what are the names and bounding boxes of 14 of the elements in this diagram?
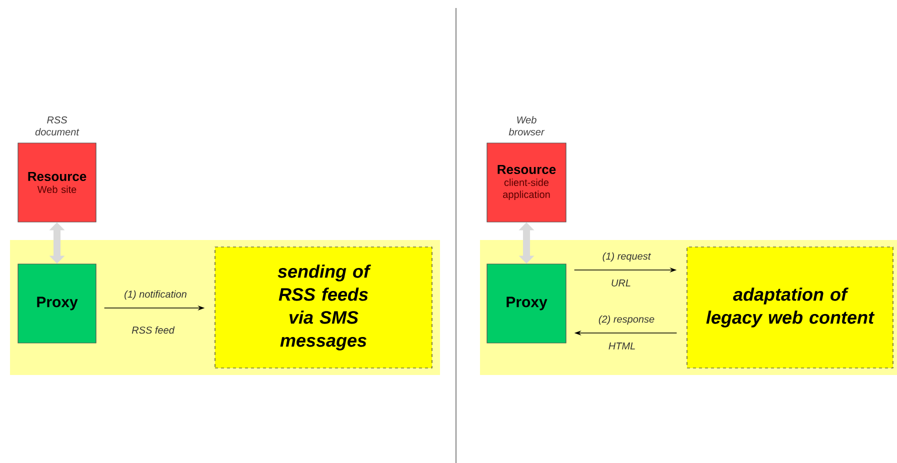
arrow-label: URL [612,280,630,286]
resource-box: Resource client-side application [486,142,566,222]
edge-label: (1) notification [124,290,186,300]
arrow-label: HTML [608,342,635,350]
node-label: Web browser [508,116,545,136]
node-label: RSS document [35,116,80,136]
edge-label: (2) response [598,315,654,325]
proxy-box: Proxy [18,264,96,344]
task-box: adaptation of legacy web content [686,246,894,368]
resource-box: Resource Web site [18,142,96,222]
proxy-box: Proxy [486,264,566,344]
task-box: sending of RSS feeds via SMS messages [214,246,432,368]
edge-label: (1) request [602,252,651,262]
arrow-label: RSS feed [132,326,175,334]
